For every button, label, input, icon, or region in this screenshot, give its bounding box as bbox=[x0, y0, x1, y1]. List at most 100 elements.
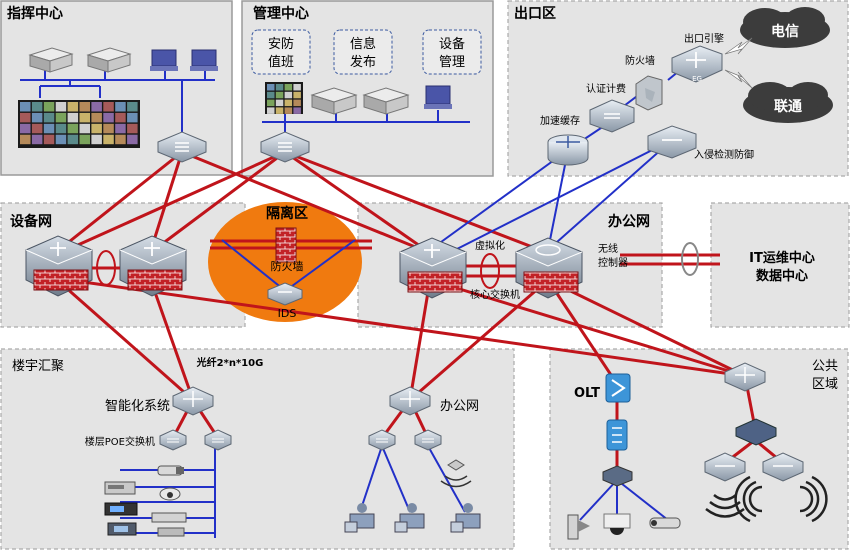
mgmt-info-line1: 信息 bbox=[350, 36, 376, 52]
fiber-label: 光纤2*n*10G bbox=[196, 356, 264, 369]
accel-cache-label: 加速缓存 bbox=[540, 114, 580, 127]
intercom-device bbox=[107, 522, 137, 536]
video-tile bbox=[115, 102, 126, 112]
public-camera-3 bbox=[649, 517, 681, 529]
it-center-ring bbox=[681, 242, 699, 276]
office-user-3 bbox=[450, 503, 481, 533]
wireless-label-1: 无线 bbox=[598, 242, 618, 255]
telecom-cloud: 电信 bbox=[740, 7, 830, 48]
video-tile bbox=[103, 123, 114, 134]
video-tile bbox=[103, 112, 114, 123]
zone-exit-title: 出口区 bbox=[514, 5, 556, 22]
video-tile bbox=[43, 102, 55, 112]
video-tile bbox=[275, 99, 284, 107]
video-tile bbox=[67, 123, 79, 134]
video-tile bbox=[91, 134, 102, 145]
video-tile bbox=[79, 112, 90, 123]
zone-public-title-2: 区域 bbox=[812, 377, 838, 392]
video-tile bbox=[79, 123, 90, 134]
poe-switch-label: 楼层POE交换机 bbox=[85, 435, 155, 448]
server-2 bbox=[86, 47, 132, 73]
intelligent-system-label: 智能化系统 bbox=[105, 399, 170, 414]
mgmt-workstation bbox=[424, 85, 452, 109]
video-tile bbox=[284, 107, 293, 114]
video-tile bbox=[267, 84, 275, 91]
mgmt-switch bbox=[260, 131, 310, 163]
video-tile bbox=[127, 112, 138, 123]
public-agg-switch bbox=[724, 362, 766, 392]
door-lock-device bbox=[157, 527, 185, 537]
video-tile bbox=[55, 112, 67, 123]
poe-switch-1 bbox=[159, 429, 187, 451]
office-user-2 bbox=[394, 503, 425, 533]
zone-building: 楼宇汇聚 bbox=[0, 348, 515, 550]
olt-label: OLT bbox=[574, 386, 600, 401]
nvr-device bbox=[104, 481, 136, 495]
workstation-2 bbox=[190, 49, 218, 71]
video-tile bbox=[31, 134, 43, 145]
video-tile bbox=[67, 102, 79, 112]
unicom-cloud: 联通 bbox=[743, 82, 833, 123]
mgmt-button-security[interactable]: 安防 值班 bbox=[251, 29, 311, 75]
it-center-line1: IT运维中心 bbox=[749, 250, 815, 266]
office-user-1 bbox=[344, 503, 375, 533]
public-camera-2 bbox=[603, 513, 631, 535]
video-tile bbox=[293, 99, 301, 107]
ids-ips: 入侵检测防御 bbox=[647, 125, 754, 161]
wifi-signal-icons bbox=[705, 475, 828, 523]
device-stack-ring bbox=[92, 250, 120, 286]
video-tile bbox=[275, 107, 284, 114]
video-tile bbox=[267, 99, 275, 107]
isolation-ids: IDS bbox=[267, 282, 303, 320]
public-camera-1 bbox=[567, 514, 590, 540]
video-tile bbox=[31, 112, 43, 123]
mgmt-button-info[interactable]: 信息 发布 bbox=[333, 29, 393, 75]
video-tile bbox=[127, 134, 138, 145]
video-tile bbox=[275, 91, 284, 99]
video-wall bbox=[18, 100, 140, 148]
access-panel-device bbox=[104, 502, 138, 516]
video-tile bbox=[127, 102, 138, 112]
unicom-label: 联通 bbox=[774, 99, 802, 115]
isolation-firewall-label: 防火墙 bbox=[271, 259, 304, 273]
zone-public-title-1: 公共 bbox=[812, 359, 838, 374]
mgmt-device-line2: 管理 bbox=[439, 55, 465, 70]
video-tile bbox=[20, 134, 31, 145]
video-tile bbox=[79, 134, 90, 145]
virtualization-label: 虚拟化 bbox=[475, 239, 505, 252]
isolation-firewall: 防火墙 bbox=[271, 227, 304, 273]
dome-camera-device bbox=[159, 487, 181, 501]
core-switch-label: 核心交换机 bbox=[470, 288, 520, 301]
exit-firewall-label: 防火墙 bbox=[625, 54, 655, 67]
zone-isolation-title: 隔离区 bbox=[266, 205, 308, 222]
zone-building-title: 楼宇汇聚 bbox=[12, 359, 64, 374]
device-core-switch-1 bbox=[25, 235, 93, 297]
building-office-label: 办公网 bbox=[440, 399, 479, 414]
card-reader-device bbox=[151, 512, 187, 523]
wireless-ac bbox=[735, 418, 777, 446]
splitter-device bbox=[606, 419, 628, 451]
video-tile bbox=[103, 102, 114, 112]
workstation-1 bbox=[150, 49, 178, 71]
video-tile bbox=[293, 84, 301, 91]
mgmt-button-device[interactable]: 设备 管理 bbox=[422, 29, 482, 75]
mgmt-info-line2: 发布 bbox=[350, 54, 376, 70]
it-center-line2: 数据中心 bbox=[756, 268, 808, 284]
video-tile bbox=[103, 134, 114, 145]
video-tile bbox=[67, 112, 79, 123]
camera-device bbox=[157, 465, 184, 476]
video-tile bbox=[31, 102, 43, 112]
olt-device bbox=[605, 373, 631, 403]
video-tile bbox=[55, 134, 67, 145]
video-tile bbox=[275, 84, 284, 91]
video-tile bbox=[284, 84, 293, 91]
video-tile bbox=[293, 91, 301, 99]
mgmt-server-1 bbox=[310, 87, 358, 115]
mgmt-security-line2: 值班 bbox=[268, 54, 294, 70]
ids-ips-label: 入侵检测防御 bbox=[694, 148, 754, 161]
poe-switch-2 bbox=[204, 429, 232, 451]
office-core-switch-1 bbox=[399, 237, 467, 299]
auth-billing-label: 认证计费 bbox=[586, 82, 626, 95]
